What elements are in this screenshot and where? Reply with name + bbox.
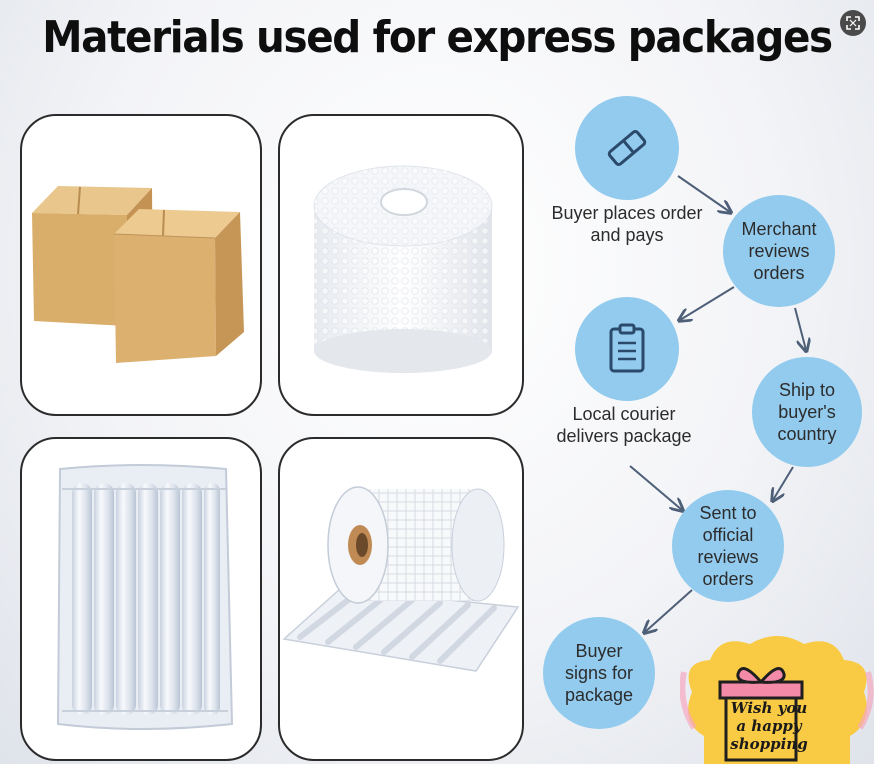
material-card-bubble-wrap-roll (278, 114, 524, 416)
material-card-air-column-film-roll (278, 437, 524, 761)
arrow-official-to-buyer (645, 589, 693, 632)
expand-button[interactable] (840, 10, 866, 36)
arrow-courier-to-official (629, 465, 682, 510)
arrow-ship-to-official (773, 466, 794, 500)
expand-icon (846, 16, 860, 30)
step-label-merchant: Merchant reviews orders (741, 219, 817, 283)
step-circle-buyer-signs (543, 617, 655, 729)
step-circle-order (575, 96, 679, 200)
step-label-courier: Local courier delivers package (556, 404, 692, 446)
step-label-order: Buyer places order and pays (551, 203, 703, 245)
eraser-icon (607, 130, 647, 166)
cardboard-boxes-image (32, 186, 244, 363)
step-circle-ship (752, 357, 862, 467)
material-card-cardboard-boxes (20, 114, 262, 416)
arrow-order-to-merchant (677, 175, 730, 212)
arrow-merchant-to-courier (680, 286, 735, 320)
step-label-ship: Ship to buyer's country (777, 380, 837, 444)
arrow-merchant-to-ship (794, 307, 806, 350)
step-label-buyer-signs: Buyer signs for package (564, 641, 634, 705)
gift-box-icon (718, 667, 804, 762)
clipboard-icon (609, 323, 645, 373)
air-column-bag-image (56, 464, 234, 730)
step-circle-courier (575, 297, 679, 401)
step-circle-official (672, 490, 784, 602)
page-title: Materials used for express packages (42, 12, 833, 63)
badge-text: Wish you a happy shopping (730, 699, 808, 753)
air-column-film-roll-image (282, 486, 520, 672)
bubble-wrap-roll-image (313, 165, 493, 373)
happy-shopping-badge (680, 636, 874, 764)
step-label-official: Sent to official reviews orders (697, 503, 759, 589)
step-circle-merchant (723, 195, 835, 307)
material-card-air-column-bag (20, 437, 262, 761)
